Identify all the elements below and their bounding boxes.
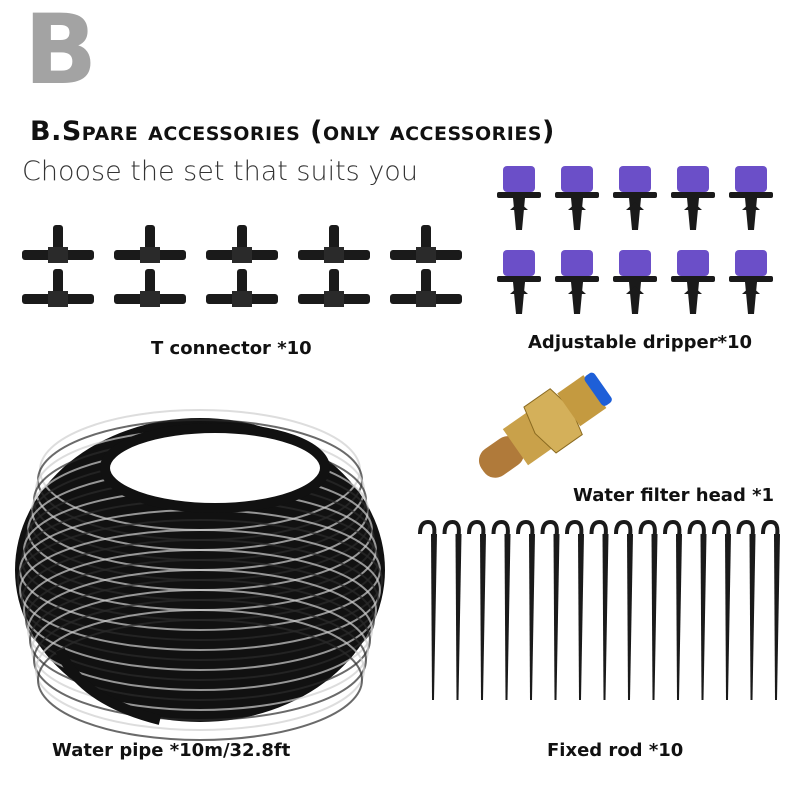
water-filter-head bbox=[478, 372, 612, 478]
fixed-rod bbox=[442, 519, 462, 700]
dripper-group bbox=[497, 166, 773, 314]
adjustable-dripper bbox=[729, 166, 773, 230]
adjustable-dripper bbox=[555, 250, 599, 314]
water-pipe-coil bbox=[15, 409, 385, 741]
t-connector bbox=[114, 225, 186, 263]
fixed-rod bbox=[491, 519, 511, 700]
adjustable-dripper bbox=[729, 250, 773, 314]
variant-letter: B bbox=[24, 0, 98, 106]
t-connector bbox=[206, 269, 278, 307]
t-connector-group bbox=[22, 225, 462, 307]
t-connector bbox=[206, 225, 278, 263]
filter-label: Water filter head *1 bbox=[573, 485, 775, 506]
fixed-rod bbox=[589, 519, 609, 700]
fixed-rod bbox=[614, 519, 633, 700]
t-connector bbox=[114, 269, 186, 307]
adjustable-dripper bbox=[613, 250, 657, 314]
t-connector bbox=[390, 269, 462, 307]
page-title: B.Spare accessories (only accessories) bbox=[30, 116, 555, 147]
fixed-rod bbox=[516, 519, 535, 700]
rod-label: Fixed rod *10 bbox=[547, 740, 684, 761]
fixed-rod bbox=[418, 519, 437, 700]
t-connector bbox=[298, 269, 370, 307]
adjustable-dripper bbox=[555, 166, 599, 230]
fixed-rod bbox=[565, 519, 584, 700]
fixed-rod bbox=[663, 519, 682, 700]
fixed-rod bbox=[761, 519, 780, 700]
adjustable-dripper bbox=[613, 166, 657, 230]
fixed-rod bbox=[736, 519, 756, 700]
t-connector bbox=[22, 225, 94, 263]
fixed-rod-group bbox=[418, 519, 780, 700]
t-connector-label: T connector *10 bbox=[151, 338, 312, 359]
adjustable-dripper bbox=[671, 166, 715, 230]
adjustable-dripper bbox=[497, 166, 541, 230]
fixed-rod bbox=[540, 519, 560, 700]
fixed-rod bbox=[467, 519, 486, 700]
fixed-rod bbox=[712, 519, 731, 700]
t-connector bbox=[22, 269, 94, 307]
subtitle: Choose the set that suits you bbox=[22, 156, 418, 187]
adjustable-dripper bbox=[671, 250, 715, 314]
adjustable-dripper bbox=[497, 250, 541, 314]
fixed-rod bbox=[638, 519, 658, 700]
pipe-label: Water pipe *10m/32.8ft bbox=[52, 740, 291, 761]
t-connector bbox=[298, 225, 370, 263]
t-connector bbox=[390, 225, 462, 263]
dripper-label: Adjustable dripper*10 bbox=[528, 332, 753, 353]
fixed-rod bbox=[687, 519, 707, 700]
